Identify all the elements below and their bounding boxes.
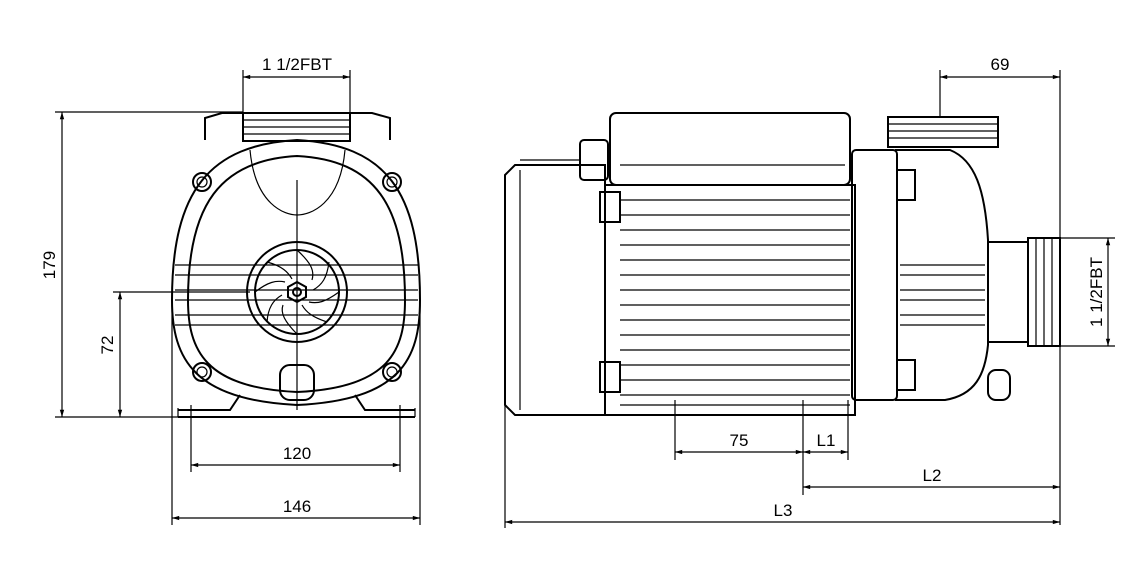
inlet-size-label: 1 1/2FBT (1087, 257, 1106, 327)
front-view (170, 112, 422, 418)
outlet-thread (887, 116, 999, 148)
cable-gland (579, 139, 609, 181)
terminal-box (609, 112, 851, 186)
impeller-blades (254, 249, 340, 335)
drain-plug (987, 369, 1011, 401)
l3-label: L3 (774, 501, 793, 520)
outlet-size-label: 1 1/2FBT (262, 55, 332, 74)
side-view (504, 112, 1061, 416)
outlet-offset-label: 69 (991, 55, 1010, 74)
mount-width-label: 120 (283, 444, 311, 463)
l1-label: L1 (817, 431, 836, 450)
center-height-label: 72 (98, 336, 117, 355)
l2-label: L2 (923, 466, 942, 485)
cooling-fins (620, 199, 850, 406)
mount-spacing-label: 75 (730, 431, 749, 450)
pump-flange (851, 149, 898, 401)
side-dimensions: 69 1 1/2FBT 75 L1 L2 L3 (504, 55, 1115, 528)
base-width-label: 146 (283, 497, 311, 516)
front-dimensions: 1 1/2FBT 179 72 120 146 (40, 55, 421, 525)
height-total-label: 179 (40, 251, 59, 279)
